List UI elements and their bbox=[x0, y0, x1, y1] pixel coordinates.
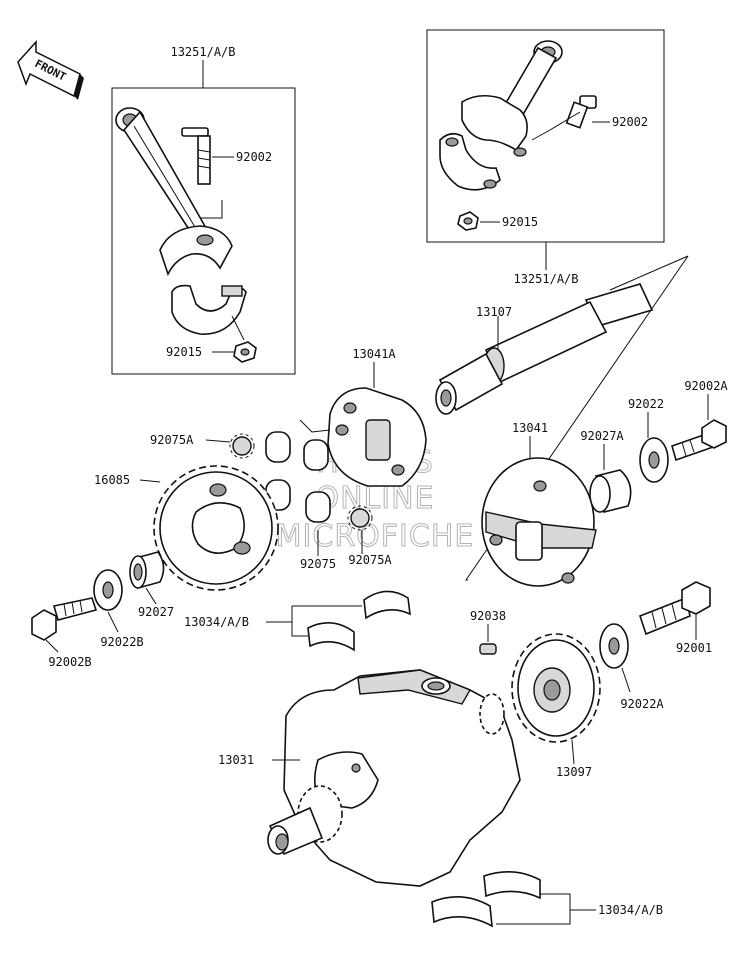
key-92038 bbox=[479, 643, 497, 655]
label-92075A-bottom: 92075A bbox=[348, 553, 392, 567]
label-92002-right: 92002 bbox=[612, 115, 648, 129]
nut-92015-left bbox=[233, 341, 257, 363]
washer-92022 bbox=[639, 437, 669, 483]
label-13034-upper: 13034/A/B bbox=[184, 615, 249, 629]
label-92022A: 92022A bbox=[620, 697, 664, 711]
label-92001: 92001 bbox=[676, 641, 712, 655]
label-13031: 13031 bbox=[218, 753, 254, 767]
label-13251-left: 13251/A/B bbox=[170, 45, 235, 59]
collar-92027 bbox=[129, 551, 165, 590]
bolt-92002A bbox=[671, 419, 727, 462]
gear-92075A-top bbox=[229, 433, 255, 459]
label-92002A: 92002A bbox=[684, 379, 728, 393]
washer-92022A bbox=[599, 623, 629, 669]
label-92015-right: 92015 bbox=[502, 215, 538, 229]
connecting-rod-box-right: 92002 92015 13251/A/B bbox=[426, 29, 665, 286]
label-92075: 92075 bbox=[300, 557, 336, 571]
bearings-13034-lower bbox=[431, 871, 571, 928]
label-92027: 92027 bbox=[138, 605, 174, 619]
connecting-rod-right bbox=[461, 40, 563, 157]
bolt-92001 bbox=[639, 581, 711, 636]
label-13097: 13097 bbox=[556, 765, 592, 779]
label-13251-right: 13251/A/B bbox=[513, 272, 578, 286]
nut-92015-right bbox=[457, 211, 479, 231]
label-92002-left: 92002 bbox=[236, 150, 272, 164]
bolt-92002B bbox=[31, 597, 98, 641]
connecting-rod-box-left: 13251/A/B 92002 bbox=[111, 45, 296, 375]
washer-92022B bbox=[93, 569, 123, 611]
label-92027A: 92027A bbox=[580, 429, 624, 443]
label-13034-lower: 13034/A/B bbox=[598, 903, 663, 917]
label-92075A-top: 92075A bbox=[150, 433, 194, 447]
crankshaft-13031 bbox=[267, 669, 521, 887]
bolt-92002-right bbox=[565, 95, 597, 129]
bearings-13034-upper bbox=[291, 590, 411, 652]
bolt-92002-left bbox=[181, 127, 211, 185]
watermark-line-3: MICROFICHE bbox=[276, 519, 475, 554]
label-92022B: 92022B bbox=[100, 635, 143, 649]
collar-92027A bbox=[589, 469, 632, 513]
gear-92075A-bottom bbox=[347, 505, 373, 531]
label-13041: 13041 bbox=[512, 421, 548, 435]
crank-drive-gear bbox=[479, 693, 505, 735]
connecting-rod-left bbox=[115, 107, 233, 277]
label-13041A: 13041A bbox=[352, 347, 396, 361]
coupling-13041 bbox=[481, 436, 597, 587]
shaft-13107 bbox=[435, 255, 689, 581]
rod-cap-left bbox=[171, 284, 247, 335]
gear-16085 bbox=[153, 465, 279, 591]
label-92022: 92022 bbox=[628, 397, 664, 411]
label-92002B: 92002B bbox=[48, 655, 91, 669]
coupling-13041A bbox=[327, 362, 427, 487]
gear-13097 bbox=[511, 633, 601, 743]
label-13107: 13107 bbox=[476, 305, 512, 319]
rod-cap-right bbox=[439, 132, 501, 191]
front-arrow: FRONT bbox=[17, 40, 84, 100]
label-16085: 16085 bbox=[94, 473, 130, 487]
label-92015-left: 92015 bbox=[166, 345, 202, 359]
label-92038: 92038 bbox=[470, 609, 506, 623]
